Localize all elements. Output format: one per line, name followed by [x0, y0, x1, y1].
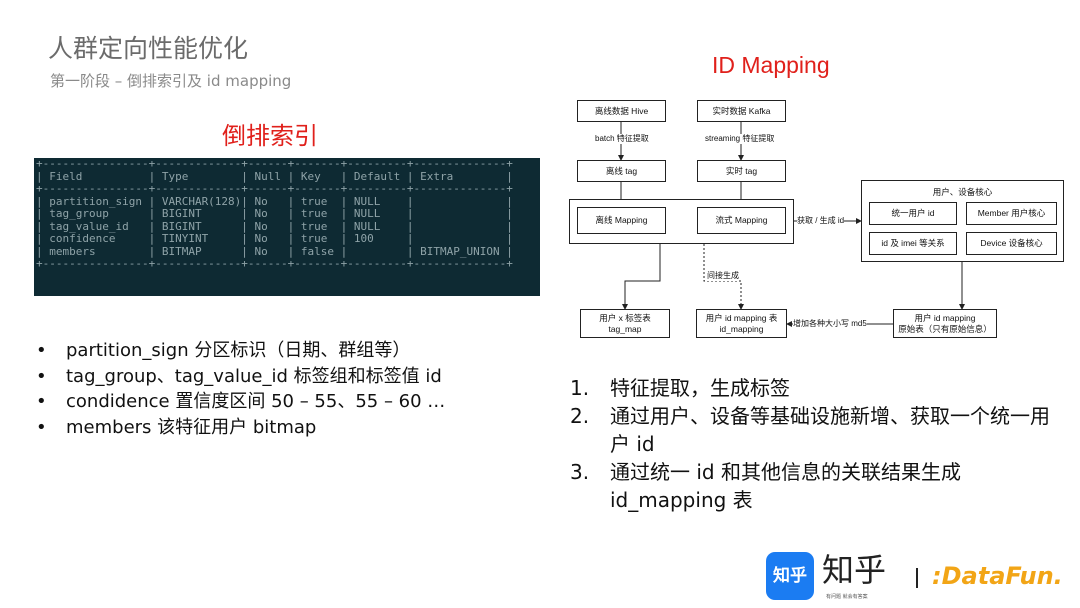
bullet-item: partition_sign 分区标识（日期、群组等） [36, 338, 445, 364]
table-row: | tag_group | BIGINT | No | true | NULL … [36, 207, 513, 220]
step-item: 1. 特征提取，生成标签 [570, 374, 1050, 402]
table-row: | confidence | TINYINT | No | true | 100… [36, 232, 513, 245]
node-member-core: Member 用户核心 [966, 202, 1057, 225]
schema-terminal-table: +----------------+-------------+------+-… [34, 158, 540, 296]
step-item: 2. 通过用户、设备等基础设施新增、获取一个统一用户 id [570, 402, 1050, 458]
node-stream-mapping: 流式 Mapping [697, 207, 786, 234]
arrow [622, 244, 661, 310]
node-offline-tag: 离线 tag [577, 160, 666, 182]
step-text: 通过统一 id 和其他信息的关联结果生成 id_mapping 表 [610, 460, 961, 512]
node-raw-table: 用户 id mapping 原始表（只有原始信息） [893, 309, 997, 338]
node-hive: 离线数据 Hive [577, 100, 666, 122]
step-number: 3. [570, 460, 590, 484]
table-row: | tag_value_id | BIGINT | No | true | NU… [36, 219, 513, 233]
zhihu-wordmark: 知乎 [822, 551, 887, 589]
bullet-item: condidence 置信度区间 50 – 55、55 – 60 … [36, 389, 445, 415]
bullet-item: tag_group、tag_value_id 标签组和标签值 id [36, 364, 445, 390]
zhihu-app-logo: 知乎 [766, 552, 814, 600]
datafun-logo: :DataFun. [932, 562, 1063, 590]
table-border: +----------------+-------------+------+-… [36, 158, 513, 170]
table-header-row: | Field | Type | Null | Key | Default | … [36, 169, 513, 183]
step-number: 1. [570, 376, 590, 400]
node-id-imei: id 及 imei 等关系 [869, 232, 957, 255]
logo-divider [916, 568, 918, 588]
label-get-id: 获取 / 生成 id [797, 216, 845, 226]
page-title: 人群定向性能优化 [48, 34, 249, 63]
label-indirect: 间接生成 [707, 271, 739, 281]
node-id-mapping: 用户 id mapping 表 id_mapping [696, 309, 787, 338]
table-border: +----------------+-------------+------+-… [36, 182, 513, 195]
bullet-item: members 该特征用户 bitmap [36, 415, 445, 441]
table-row: | members | BITMAP | No | false | | BITM… [36, 244, 513, 258]
label-streaming: streaming 特征提取 [705, 134, 775, 144]
label-batch: batch 特征提取 [595, 134, 649, 144]
node-device-core: Device 设备核心 [966, 232, 1057, 255]
inverted-index-heading: 倒排索引 [222, 122, 318, 150]
node-kafka: 实时数据 Kafka [697, 100, 786, 122]
step-item: 3. 通过统一 id 和其他信息的关联结果生成 id_mapping 表 [570, 458, 1050, 514]
core-title: 用户、设备核心 [932, 187, 993, 197]
table-border: +----------------+-------------+------+-… [36, 257, 513, 270]
page-subtitle: 第一阶段 – 倒排索引及 id mapping [50, 72, 292, 90]
bullet-list: partition_sign 分区标识（日期、群组等） tag_group、ta… [36, 338, 445, 440]
id-mapping-heading: ID Mapping [712, 52, 830, 78]
steps-list: 1. 特征提取，生成标签 2. 通过用户、设备等基础设施新增、获取一个统一用户 id… [570, 374, 1050, 514]
zhihu-slogan: 有问题 就会有答案 [826, 594, 868, 600]
node-offline-mapping: 离线 Mapping [577, 207, 666, 234]
step-text: 特征提取，生成标签 [610, 376, 790, 400]
node-tag-map: 用户 x 标签表 tag_map [580, 309, 670, 338]
table-row: | partition_sign | VARCHAR(128)| No | tr… [36, 194, 513, 208]
step-text: 通过用户、设备等基础设施新增、获取一个统一用户 id [610, 404, 1050, 456]
step-number: 2. [570, 404, 590, 428]
dashed-arrow [703, 244, 744, 310]
node-realtime-tag: 实时 tag [697, 160, 786, 182]
node-unified-id: 统一用户 id [869, 202, 957, 225]
label-md5: 增加各种大小写 md5 [793, 319, 867, 329]
